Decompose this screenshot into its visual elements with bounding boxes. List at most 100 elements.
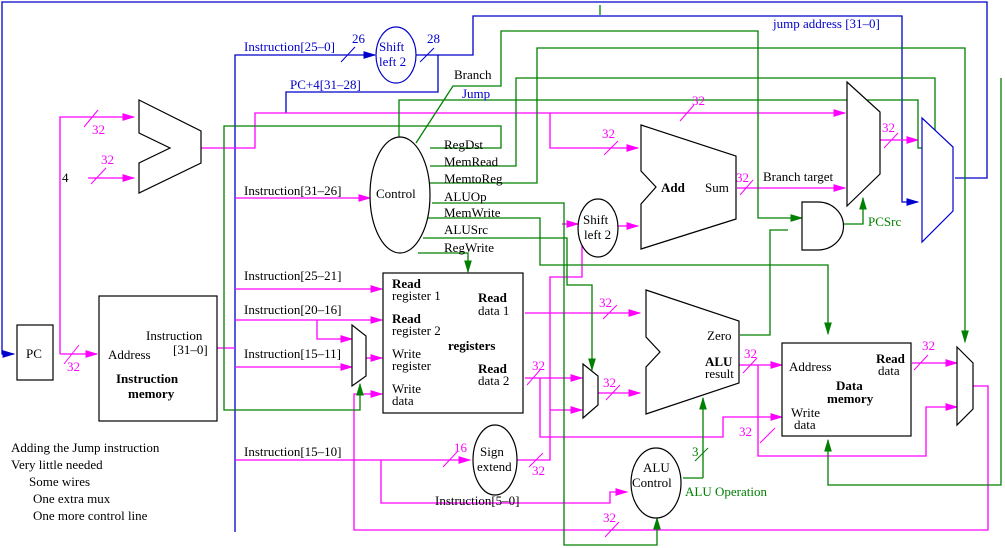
signal-aluop: ALUOp [444,189,487,204]
width-32: 32 [67,359,80,374]
alusrc-mux [582,362,599,420]
branch-label: Branch [454,67,492,82]
signal-regwrite: RegWrite [444,240,494,255]
pc-label: PC [26,346,42,361]
dmem-name-2: memory [827,391,874,406]
jump-width-ticks [340,46,435,63]
notes: Adding the Jump instruction Very little … [11,440,160,523]
instr-31-26-label: Instruction[31–26] [244,183,341,198]
width-32: 32 [922,338,935,353]
dmem-read-b: data [878,363,900,378]
note-line: Adding the Jump instruction [11,440,160,455]
imem-address-label: Address [108,347,151,362]
reg-rr2b: register 2 [392,323,441,338]
width-26: 26 [352,31,366,46]
shift-left-branch [577,198,619,258]
width-32: 32 [599,295,612,310]
memtoreg-mux [956,345,974,427]
aluop-width-tick [694,447,709,462]
register-file [382,272,524,414]
shift-branch-l2: left 2 [584,227,611,242]
shift-left-jump [375,26,417,84]
sign-extend-l1: Sign [480,444,504,459]
data-wires [59,109,989,531]
dmem-address-label: Address [789,359,832,374]
control-label: Control [376,186,416,201]
width-32: 32 [739,424,752,439]
shift-jump-l1: Shift [379,39,405,54]
signal-memwrite: MemWrite [444,205,501,220]
alu-result-l2: result [705,366,734,381]
width-32: 32 [602,126,615,141]
reg-wdb: data [392,393,414,408]
instr-15-11-label: Instruction[15–11] [244,346,341,361]
width-32: 32 [532,358,545,373]
add-label: Add [661,180,686,195]
width-32: 32 [603,510,616,525]
signal-memtoreg: MemtoReg [444,171,503,186]
branch-and-gate [801,201,845,251]
shift-branch-l1: Shift [583,212,609,227]
control-wires [223,5,1002,546]
reg-rd1b: data 1 [478,303,509,318]
width-32: 32 [692,93,705,108]
sign-extend [472,424,518,496]
instr-20-16-label: Instruction[20–16] [244,302,341,317]
alu-control-l1: ALU [643,460,670,475]
pcsrc-mux [846,80,881,208]
alu-operation-label: ALU Operation [685,484,767,499]
reg-rr2a: Read [392,311,422,326]
pcsrc-label: PCSrc [868,214,901,229]
sign-extend-l2: extend [477,459,512,474]
note-line: One extra mux [33,491,111,506]
reg-wra: Write [392,346,421,361]
jump-mux [921,116,954,244]
pc-adder [138,99,202,194]
reg-rd2a: Read [478,361,508,376]
alu-control-l2: Control [632,475,672,490]
reg-wda: Write [392,381,421,396]
instruction-memory [98,295,218,422]
registers-name: registers [448,338,495,353]
alu [645,289,740,415]
imem-name-1: Instruction [116,371,179,386]
jump-wires [1,1,988,532]
add-sum-label: Sum [705,180,729,195]
width-32: 32 [736,170,749,185]
signal-memread: MemRead [444,154,499,169]
control-unit [369,136,431,254]
alu-result-l1: ALU [705,354,733,369]
width-32: 32 [532,463,545,478]
instr-25-21-label: Instruction[25–21] [244,268,341,283]
note-line: Some wires [29,474,90,489]
dmem-name-1: Data [836,378,863,393]
note-line: Very little needed [11,457,103,472]
alu-zero-label: Zero [707,328,732,343]
data-memory [781,342,912,437]
width-32: 32 [92,122,105,137]
constant-four: 4 [62,170,69,185]
width-28: 28 [427,31,440,46]
width-16: 16 [454,440,468,455]
signal-alusrc: ALUSrc [444,222,488,237]
reg-rd2b: data 2 [478,373,509,388]
width-32: 32 [603,375,616,390]
shift-jump-l2: left 2 [379,54,406,69]
jump-label: Jump [462,86,490,101]
bus-width-ticks [63,104,929,538]
width-3: 3 [692,444,699,459]
branch-adder [640,124,737,250]
regdst-mux [351,323,367,388]
instr-15-0-label: Instruction[15–10] [244,444,341,459]
width-32: 32 [101,152,114,167]
imem-bits-label: [31–0] [173,342,208,357]
jump-address-label: jump address [31–0] [772,16,880,31]
instr-25-0-label: Instruction[25–0] [244,39,335,54]
note-line: One more control line [33,508,148,523]
reg-rr1a: Read [392,276,422,291]
imem-name-2: memory [128,386,175,401]
width-32: 32 [744,346,757,361]
pc-register [16,324,54,381]
dmem-write-b: data [794,417,816,432]
dmem-read-a: Read [876,351,906,366]
